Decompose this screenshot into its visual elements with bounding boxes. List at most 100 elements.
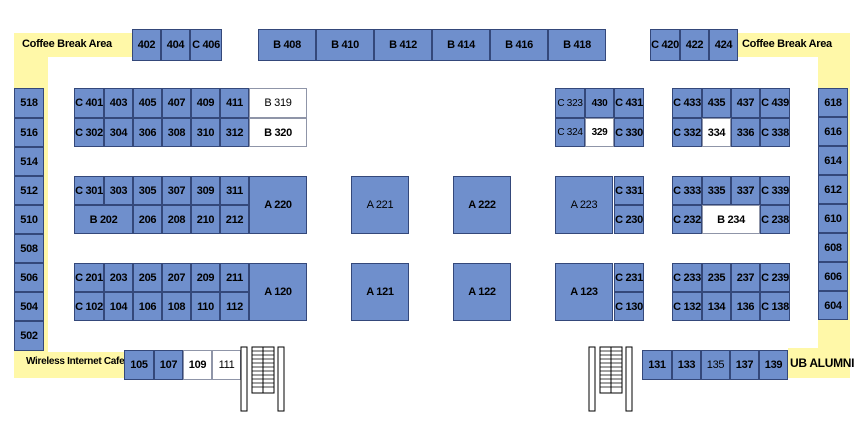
booth[interactable]: C 330 (614, 118, 644, 147)
booth[interactable]: 310 (191, 118, 220, 147)
booth[interactable]: 437 (731, 88, 760, 118)
booth[interactable]: 335 (702, 176, 731, 205)
booth[interactable]: C 401 (74, 88, 104, 118)
booth[interactable]: C 323 (555, 88, 585, 118)
booth[interactable]: 211 (220, 263, 249, 292)
booth[interactable]: A 120 (249, 263, 307, 321)
booth[interactable]: C 201 (74, 263, 104, 292)
booth[interactable]: 237 (731, 263, 760, 292)
booth-vacant[interactable]: B 234 (702, 205, 760, 234)
booth[interactable]: 502 (14, 321, 44, 351)
booth[interactable]: 106 (133, 292, 162, 321)
booth[interactable]: 235 (702, 263, 731, 292)
booth[interactable]: B 408 (258, 29, 316, 61)
booth[interactable]: A 121 (351, 263, 409, 321)
booth[interactable]: 604 (818, 291, 848, 320)
booth[interactable]: C 331 (614, 176, 644, 205)
booth-vacant[interactable]: B 319 (249, 88, 307, 118)
booth[interactable]: 424 (709, 29, 738, 61)
booth[interactable]: 508 (14, 234, 44, 263)
booth[interactable]: 506 (14, 263, 44, 292)
booth[interactable]: 606 (818, 262, 848, 291)
booth[interactable]: 110 (191, 292, 220, 321)
booth[interactable]: B 412 (374, 29, 432, 61)
booth[interactable]: A 223 (555, 176, 613, 234)
booth[interactable]: C 302 (74, 118, 104, 147)
booth[interactable]: C 230 (614, 205, 644, 234)
booth[interactable]: 203 (104, 263, 133, 292)
booth[interactable]: 112 (220, 292, 249, 321)
booth[interactable]: C 324 (555, 118, 585, 147)
booth-vacant[interactable]: 111 (212, 350, 241, 380)
booth[interactable]: 307 (162, 176, 191, 205)
booth[interactable]: 137 (730, 350, 759, 380)
booth[interactable]: C 130 (614, 292, 644, 321)
booth[interactable]: 104 (104, 292, 133, 321)
booth[interactable]: 516 (14, 118, 44, 147)
booth[interactable]: 136 (731, 292, 760, 321)
booth[interactable]: 411 (220, 88, 249, 118)
booth[interactable]: A 123 (555, 263, 613, 321)
booth[interactable]: B 414 (432, 29, 490, 61)
booth-vacant[interactable]: B 320 (249, 118, 307, 147)
booth[interactable]: 337 (731, 176, 760, 205)
booth[interactable]: 134 (702, 292, 731, 321)
booth[interactable]: 405 (133, 88, 162, 118)
booth[interactable]: C 102 (74, 292, 104, 321)
booth[interactable]: C 138 (760, 292, 790, 321)
booth[interactable]: C 431 (614, 88, 644, 118)
booth[interactable]: 139 (759, 350, 788, 380)
booth[interactable]: C 333 (672, 176, 702, 205)
booth[interactable]: 212 (220, 205, 249, 234)
booth[interactable]: 208 (162, 205, 191, 234)
booth[interactable]: 407 (162, 88, 191, 118)
booth[interactable]: C 332 (672, 118, 702, 147)
booth-vacant[interactable]: 329 (585, 118, 614, 147)
booth[interactable]: 610 (818, 204, 848, 233)
booth[interactable]: C 232 (672, 205, 702, 234)
booth[interactable]: C 433 (672, 88, 702, 118)
booth[interactable]: 210 (191, 205, 220, 234)
booth[interactable]: 105 (124, 350, 154, 380)
booth[interactable]: B 418 (548, 29, 606, 61)
booth[interactable]: 308 (162, 118, 191, 147)
booth[interactable]: A 220 (249, 176, 307, 234)
booth[interactable]: 404 (161, 29, 190, 61)
booth[interactable]: B 416 (490, 29, 548, 61)
booth[interactable]: 504 (14, 292, 44, 321)
booth[interactable]: C 420 (650, 29, 680, 61)
booth[interactable]: 514 (14, 147, 44, 176)
booth[interactable]: C 132 (672, 292, 702, 321)
booth[interactable]: 206 (133, 205, 162, 234)
booth[interactable]: 205 (133, 263, 162, 292)
booth[interactable]: 512 (14, 176, 44, 205)
booth[interactable]: 435 (702, 88, 731, 118)
booth[interactable]: A 122 (453, 263, 511, 321)
booth[interactable]: 616 (818, 117, 848, 146)
booth[interactable]: 618 (818, 88, 848, 117)
booth[interactable]: C 339 (760, 176, 790, 205)
booth[interactable]: C 439 (760, 88, 790, 118)
booth[interactable]: 312 (220, 118, 249, 147)
booth[interactable]: 108 (162, 292, 191, 321)
booth[interactable]: 207 (162, 263, 191, 292)
booth[interactable]: 107 (154, 350, 183, 380)
booth[interactable]: C 239 (760, 263, 790, 292)
booth[interactable]: 422 (680, 29, 709, 61)
booth[interactable]: 510 (14, 205, 44, 234)
booth[interactable]: 409 (191, 88, 220, 118)
booth[interactable]: 402 (132, 29, 161, 61)
booth[interactable]: 311 (220, 176, 249, 205)
booth[interactable]: 131 (642, 350, 672, 380)
booth[interactable]: 309 (191, 176, 220, 205)
booth[interactable]: B 410 (316, 29, 374, 61)
booth[interactable]: C 231 (614, 263, 644, 292)
booth[interactable]: 304 (104, 118, 133, 147)
booth[interactable]: 612 (818, 175, 848, 204)
booth[interactable]: 135 (701, 350, 730, 380)
booth[interactable]: 303 (104, 176, 133, 205)
booth[interactable]: 430 (585, 88, 614, 118)
booth[interactable]: 209 (191, 263, 220, 292)
booth[interactable]: 403 (104, 88, 133, 118)
booth[interactable]: 133 (672, 350, 701, 380)
